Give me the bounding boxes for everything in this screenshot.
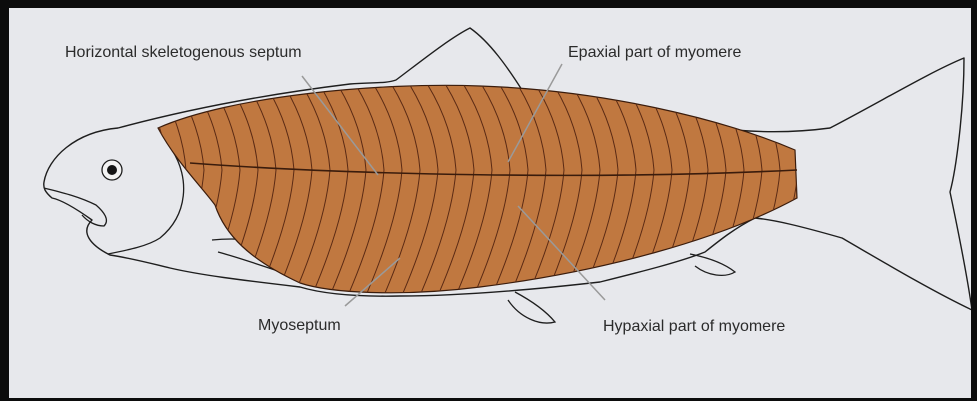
myoseptum-line bbox=[112, 70, 150, 300]
label-horizontal-septum: Horizontal skeletogenous septum bbox=[65, 44, 302, 61]
mouth-line bbox=[44, 188, 106, 226]
pupil bbox=[107, 165, 117, 175]
label-myoseptum: Myoseptum bbox=[258, 317, 341, 334]
pelvic-fin bbox=[508, 292, 555, 323]
myoseptum-line bbox=[148, 70, 186, 300]
muscle-mass bbox=[158, 85, 797, 292]
fish-myomere-diagram: Horizontal skeletogenous septum Epaxial … bbox=[9, 8, 971, 398]
diagram-frame: Horizontal skeletogenous septum Epaxial … bbox=[9, 8, 971, 398]
label-epaxial: Epaxial part of myomere bbox=[568, 44, 742, 61]
anal-fin bbox=[690, 254, 735, 275]
label-hypaxial: Hypaxial part of myomere bbox=[603, 318, 785, 335]
